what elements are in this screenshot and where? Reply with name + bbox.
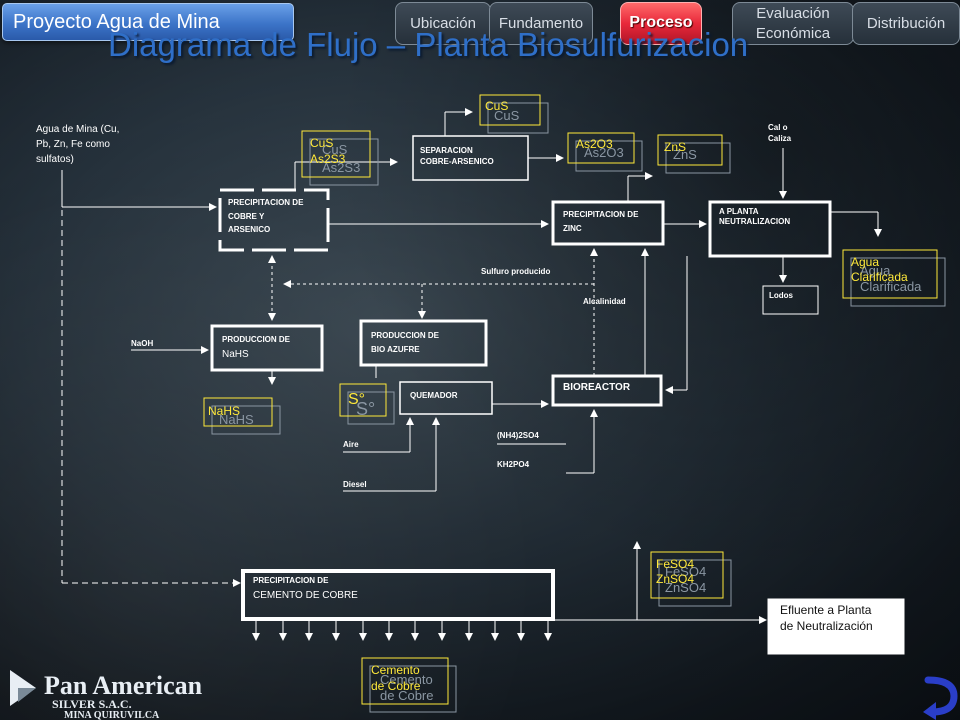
product-cus [479, 94, 541, 126]
svg-text:As2O3: As2O3 [576, 137, 613, 151]
efluente-label: Efluente a Planta de Neutralización [780, 603, 875, 633]
svg-text:S°: S° [356, 399, 375, 419]
product-zns [657, 134, 723, 166]
precip-cemento-box [241, 569, 555, 621]
product-as2o3 [567, 132, 635, 164]
svg-text:NaHS: NaHS [219, 412, 254, 427]
precip-cemento-label: PRECIPITACION DE CEMENTO DE COBRE [253, 570, 358, 601]
nh4so4-label: (NH4)2SO4 [497, 431, 539, 440]
prod-bioazufre-box [359, 319, 488, 367]
cal-caliza-label: Cal o Caliza [768, 123, 792, 143]
return-arrow-icon[interactable] [920, 672, 960, 720]
product-nahs [203, 397, 273, 427]
svg-text:As2O3: As2O3 [584, 145, 624, 160]
bioreactor-label: BIOREACTOR [563, 382, 631, 393]
prod-bioazufre-label: PRODUCCION DE BIO AZUFRE [371, 331, 441, 354]
kh2po4-label: KH2PO4 [497, 460, 530, 469]
tab-fundamento[interactable]: Fundamento [489, 2, 593, 45]
svg-text:CuS: CuS [494, 108, 520, 123]
svg-text:ZnS: ZnS [664, 140, 686, 154]
sulfuro-label: Sulfuro producido [481, 267, 550, 276]
neutralizacion-label: A PLANTA NEUTRALIZACION [719, 207, 790, 226]
svg-text:CuS: CuS [485, 99, 508, 113]
neutralizacion-box [708, 200, 832, 258]
lodos-label: Lodos [769, 291, 794, 300]
naoh-label: NaOH [131, 339, 153, 348]
tab-distribucion[interactable]: Distribución [852, 2, 960, 45]
prod-nahs-box [210, 324, 324, 372]
efluente-box [767, 598, 905, 655]
svg-text:SILVER S.A.C.: SILVER S.A.C. [52, 697, 132, 711]
bioreactor-box [551, 374, 663, 407]
quemador-box [399, 381, 493, 415]
input-water-label: Agua de Mina (Cu, Pb, Zn, Fe como sulfat… [36, 124, 122, 165]
precip-cu-as-box [218, 188, 330, 252]
lodos-box [762, 285, 819, 315]
company-logo: Pan American SILVER S.A.C. MINA QUIRUVIL… [10, 670, 203, 720]
separacion-label: SEPARACION COBRE-ARSENICO [420, 146, 494, 166]
precip-cu-as-label: PRECIPITACION DE COBRE Y ARSENICO [228, 198, 306, 234]
quemador-label: QUEMADOR [410, 391, 458, 400]
precip-zn-label: PRECIPITACION DE ZINC [563, 210, 641, 233]
tab-proceso[interactable]: Proceso [620, 2, 702, 45]
svg-text:S°: S° [348, 391, 365, 408]
svg-text:ZnS: ZnS [673, 147, 697, 162]
aire-label: Aire [343, 440, 359, 449]
product-azufre [339, 383, 387, 417]
svg-text:MINA QUIRUVILCA: MINA QUIRUVILCA [64, 710, 160, 720]
page-title: Diagrama de Flujo – Planta Biosulfurizac… [108, 26, 749, 63]
product-cus-as2s3 [301, 130, 371, 178]
product-cemento [361, 657, 449, 705]
svg-text:NaHS: NaHS [208, 404, 240, 418]
svg-text:Pan American: Pan American [44, 671, 203, 700]
diesel-label: Diesel [343, 480, 367, 489]
precip-zn-box [551, 200, 665, 246]
alcalinidad-label: Alcalinidad [583, 297, 626, 306]
app-title: Proyecto Agua de Mina [2, 3, 294, 41]
product-agua-clarificada [842, 249, 938, 299]
product-feso4-znso4 [650, 551, 724, 599]
prod-nahs-label: PRODUCCION DE NaHS [222, 329, 294, 360]
